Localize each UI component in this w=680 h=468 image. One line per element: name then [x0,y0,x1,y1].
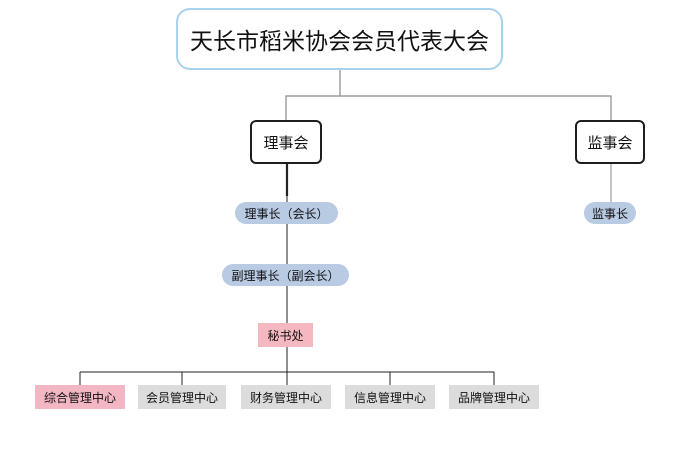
council-node: 理事会 [250,120,322,164]
center-node-finance: 财务管理中心 [241,385,331,409]
root-connector [285,70,612,120]
center-node-information: 信息管理中心 [345,385,435,409]
supervisory-board-node: 监事会 [575,120,645,164]
center-node-members: 会员管理中心 [138,385,226,409]
center-label: 综合管理中心 [43,390,116,405]
secretariat-label: 秘书处 [267,328,304,343]
center-label: 信息管理中心 [353,390,426,405]
center-node-brand: 品牌管理中心 [449,385,539,409]
center-label: 品牌管理中心 [457,390,530,405]
council-label: 理事会 [263,133,309,152]
center-label: 会员管理中心 [145,390,218,405]
supervisor-label: 监事长 [591,206,628,221]
secretariat-node: 秘书处 [258,323,313,347]
secretariat-centers-connector [79,347,495,385]
center-label: 财务管理中心 [249,390,322,405]
chairman-node: 理事长（会长） [235,202,338,224]
vice-chairman-label: 副理事长（副会长） [231,268,340,283]
supervisory-label: 监事会 [587,133,633,152]
center-node-general: 综合管理中心 [35,385,125,409]
root-node-general-assembly: 天长市稻米协会会员代表大会 [176,8,503,70]
supervisor-node: 监事长 [584,202,636,224]
root-label: 天长市稻米协会会员代表大会 [190,29,489,55]
chairman-label: 理事长（会长） [244,206,329,221]
vice-chairman-node: 副理事长（副会长） [222,264,349,286]
